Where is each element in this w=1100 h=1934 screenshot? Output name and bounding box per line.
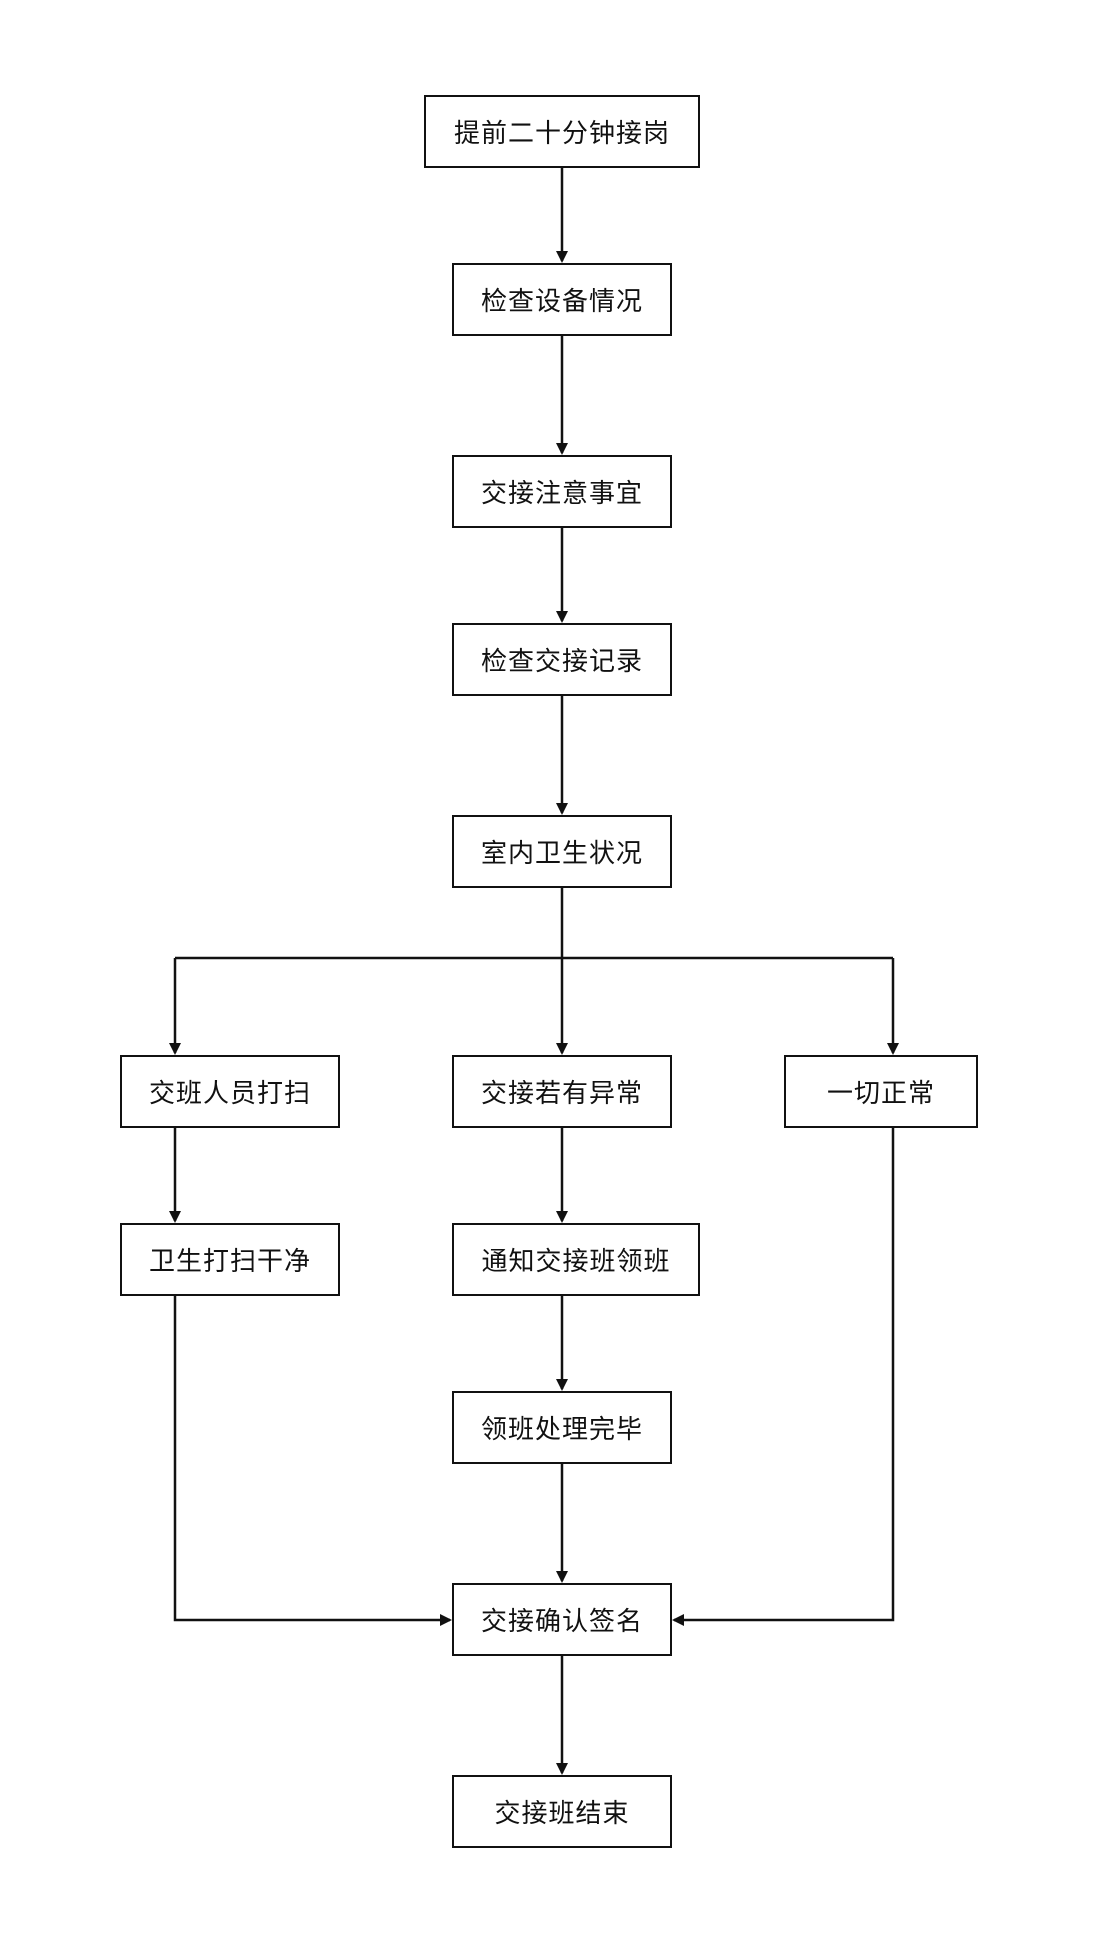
- node-all-normal: 一切正常: [784, 1055, 978, 1128]
- node-label: 交班人员打扫: [148, 1079, 311, 1109]
- node-handover-abnormal: 交接若有异常: [452, 1055, 672, 1128]
- node-notify-supervisor: 通知交接班领班: [452, 1223, 700, 1296]
- node-label: 交接班结束: [494, 1799, 630, 1829]
- edge-clean-sign: [173, 1296, 452, 1626]
- node-label: 通知交接班领班: [481, 1247, 671, 1277]
- edge-normal-sign: [672, 1128, 895, 1626]
- node-label: 卫生打扫干净: [148, 1247, 311, 1277]
- node-label: 交接确认签名: [480, 1607, 643, 1637]
- node-confirm-signature: 交接确认签名: [452, 1583, 672, 1656]
- node-label: 领班处理完毕: [480, 1415, 643, 1445]
- node-start-shift: 提前二十分钟接岗: [424, 95, 700, 168]
- node-label: 一切正常: [826, 1079, 935, 1109]
- node-label: 交接注意事宜: [480, 479, 643, 509]
- node-handover-notes: 交接注意事宜: [452, 455, 672, 528]
- node-clean-done: 卫生打扫干净: [120, 1223, 340, 1296]
- node-label: 室内卫生状况: [480, 839, 643, 869]
- node-shift-end: 交接班结束: [452, 1775, 672, 1848]
- node-room-hygiene: 室内卫生状况: [452, 815, 672, 888]
- node-label: 提前二十分钟接岗: [453, 119, 670, 149]
- node-shift-staff-sweep: 交班人员打扫: [120, 1055, 340, 1128]
- node-label: 检查设备情况: [480, 287, 643, 317]
- node-check-equipment: 检查设备情况: [452, 263, 672, 336]
- node-label: 交接若有异常: [480, 1079, 643, 1109]
- node-check-records: 检查交接记录: [452, 623, 672, 696]
- node-supervisor-handled: 领班处理完毕: [452, 1391, 672, 1464]
- node-label: 检查交接记录: [480, 647, 643, 677]
